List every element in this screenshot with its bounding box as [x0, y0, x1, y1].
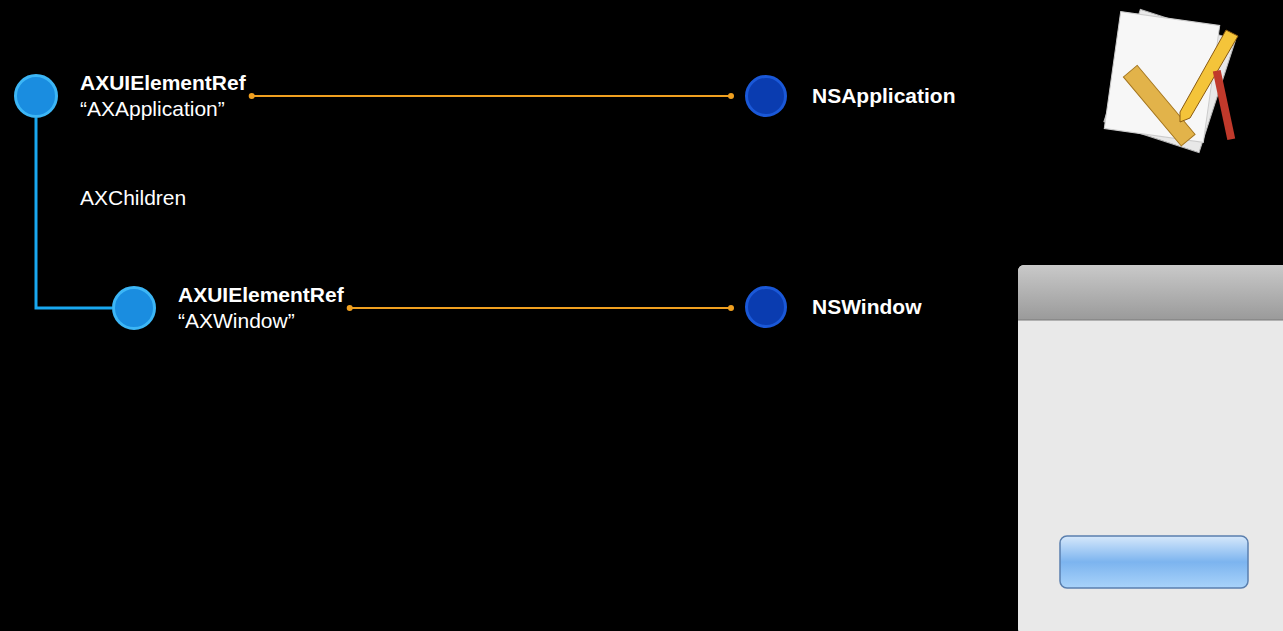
edge-label: AXChildren: [80, 185, 186, 211]
node-circle: [14, 74, 58, 118]
cocoa-object-node: NSApplication: [745, 83, 956, 109]
node-circle: [112, 286, 156, 330]
node-title: AXUIElementRef: [178, 282, 344, 308]
ax-element-node: AXUIElementRef“AXWindow”: [112, 282, 344, 334]
node-title: AXUIElementRef: [80, 70, 246, 96]
connector: [36, 118, 112, 308]
node-title: NSApplication: [812, 83, 956, 109]
app-window: [1018, 265, 1283, 631]
node-text: NSWindow: [812, 294, 921, 320]
node-text: AXUIElementRef“AXWindow”: [178, 282, 344, 334]
cocoa-object-node: NSWindow: [745, 294, 921, 320]
app-icon: [1104, 9, 1238, 152]
node-role: “AXApplication”: [80, 96, 246, 122]
node-role: “AXWindow”: [178, 308, 344, 334]
node-text: AXUIElementRef“AXApplication”: [80, 70, 246, 122]
node-circle: [745, 75, 787, 117]
connector: [249, 93, 734, 99]
ax-element-node: AXUIElementRef“AXApplication”: [14, 70, 246, 122]
node-title: NSWindow: [812, 294, 921, 320]
connector: [347, 305, 734, 311]
node-circle: [745, 286, 787, 328]
node-text: NSApplication: [812, 83, 956, 109]
